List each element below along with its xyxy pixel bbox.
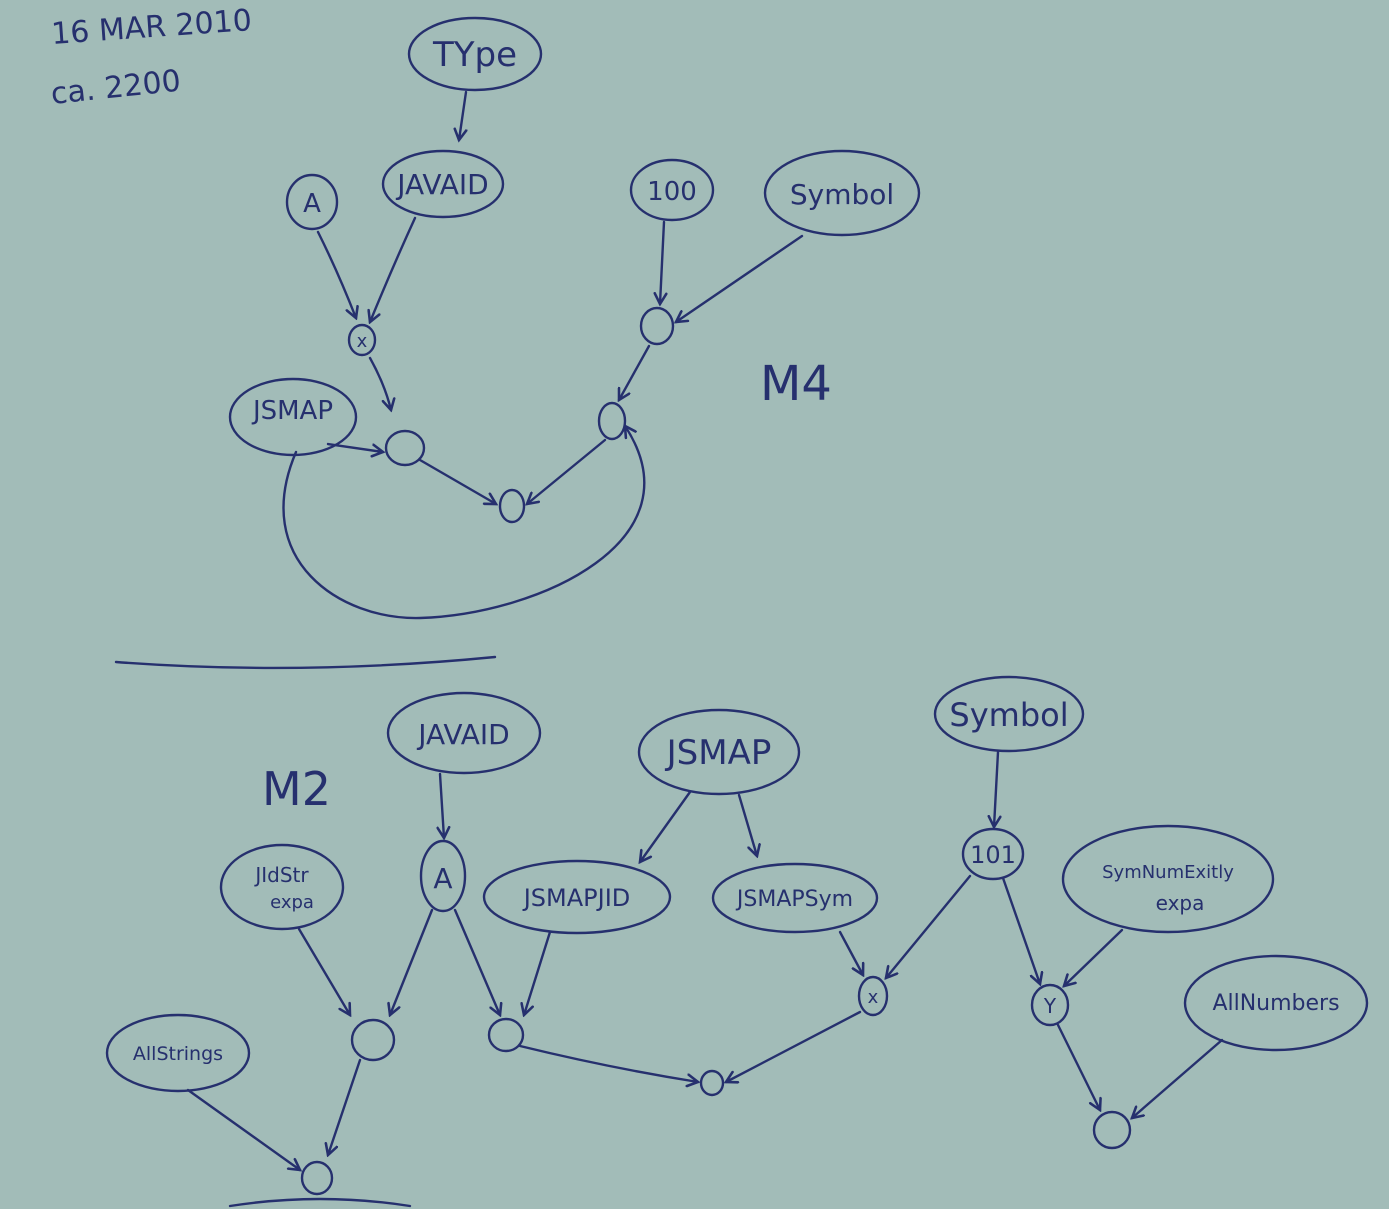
m4-node-type: TYpe (407, 16, 543, 92)
m4-node-a: A (285, 173, 339, 231)
m2-junction-bottom-left (300, 1160, 334, 1196)
m2-junction-bottom-right (1092, 1110, 1132, 1150)
m2-node-jsmapsym: JSMAPSym (711, 862, 879, 934)
m4-node-symbol-label: Symbol (790, 178, 894, 211)
m2-node-symbol-label: Symbol (949, 696, 1068, 734)
m4-diagram: TYpe A JAVAID 100 Symbol x JSMAP (228, 16, 921, 620)
m2-node-jidstr-label-1: JIdStr (253, 863, 309, 887)
date-note: 16 MAR 2010 (50, 3, 253, 52)
m2-node-javaid: JAVAID (386, 691, 542, 775)
m4-junction-mid-left (384, 429, 426, 467)
m2-node-javaid-label: JAVAID (416, 718, 509, 751)
m2-node-allstrings-label: AllStrings (133, 1043, 223, 1065)
m2-node-symnum: SymNumExitly expa (1061, 824, 1275, 934)
m2-junction-mid (487, 1017, 525, 1053)
m2-diagram: M2 JAVAID JSMAP Symbol JIdStr expa A JSM… (105, 675, 1369, 1208)
m4-junction-bottom (498, 488, 526, 524)
m2-node-a: A (419, 839, 467, 913)
m2-node-x: x (857, 975, 889, 1017)
m4-node-a-label: A (303, 189, 321, 219)
m2-node-x-label: x (868, 987, 879, 1008)
m4-node-100: 100 (629, 158, 715, 222)
m2-node-symbol: Symbol (933, 675, 1085, 753)
m2-node-a-label: A (433, 862, 452, 895)
m4-node-jsmap: JSMAP (228, 377, 358, 457)
m4-label: M4 (760, 356, 832, 412)
m2-node-jsmapjid: JSMAPJID (482, 859, 672, 935)
m2-node-y: Y (1030, 983, 1070, 1027)
m2-node-allstrings: AllStrings (105, 1013, 251, 1093)
section-divider (114, 655, 497, 670)
m2-label: M2 (262, 762, 331, 816)
m2-node-symnum-label-1: SymNumExitly (1102, 862, 1234, 883)
m2-node-jidstr: JIdStr expa (219, 843, 345, 931)
m2-junction-left (350, 1018, 396, 1062)
m4-node-javaid: JAVAID (381, 149, 505, 219)
m4-node-100-label: 100 (647, 177, 697, 207)
m4-junction-mid-right (597, 401, 627, 441)
m4-node-x: x (347, 323, 377, 357)
m2-node-101-label: 101 (970, 841, 1016, 869)
m4-node-x-label: x (357, 331, 368, 352)
m4-node-type-label: TYpe (432, 35, 517, 75)
m2-junction-bottom-mid (699, 1069, 725, 1097)
m2-node-jsmapjid-label: JSMAPJID (522, 884, 631, 912)
m2-node-jidstr-label-2: expa (270, 892, 314, 913)
m2-node-symnum-label-2: expa (1156, 891, 1205, 915)
m2-node-jsmap-label: JSMAP (665, 733, 772, 773)
m4-node-jsmap-label: JSMAP (251, 396, 333, 426)
m4-junction-top-right (639, 306, 675, 346)
m2-node-jsmap: JSMAP (637, 708, 801, 796)
m2-node-allnumbers: AllNumbers (1183, 954, 1369, 1052)
m2-node-allnumbers-label: AllNumbers (1212, 991, 1339, 1016)
m2-node-y-label: Y (1043, 994, 1057, 1018)
m2-node-101: 101 (961, 827, 1025, 881)
m4-node-symbol: Symbol (763, 149, 921, 237)
time-note: ca. 2200 (49, 64, 182, 112)
m4-node-javaid-label: JAVAID (395, 168, 488, 201)
m2-node-jsmapsym-label: JSMAPSym (735, 887, 853, 912)
